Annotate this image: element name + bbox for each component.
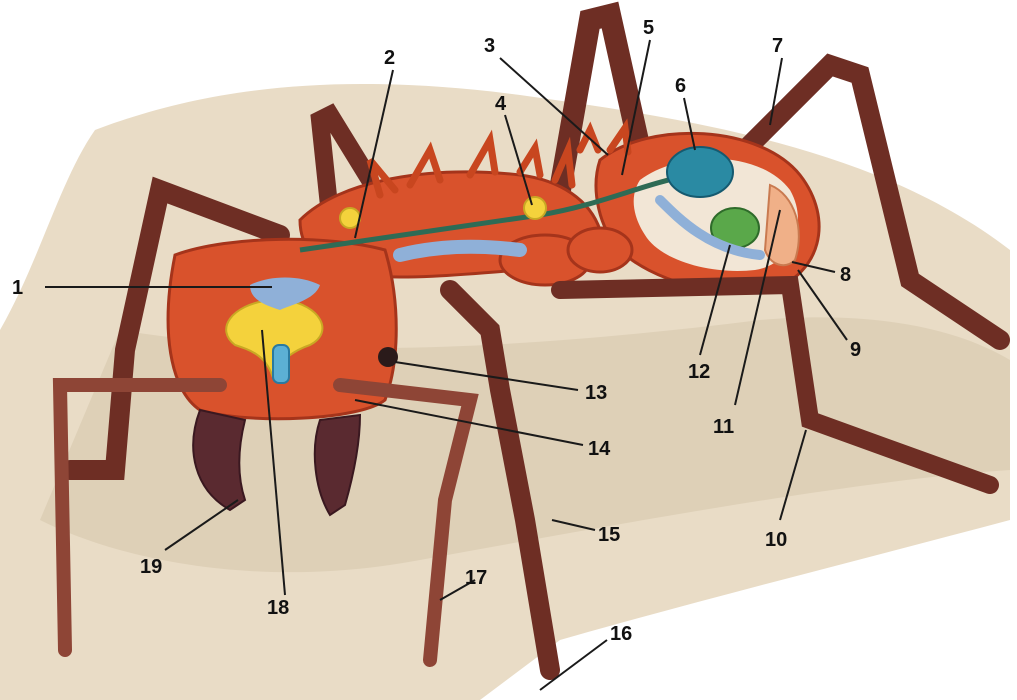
label-16: 16 bbox=[610, 623, 632, 645]
subesophageal-ganglion bbox=[273, 345, 289, 383]
label-18: 18 bbox=[267, 597, 289, 619]
label-19: 19 bbox=[140, 556, 162, 578]
label-8: 8 bbox=[840, 264, 851, 286]
thorax-organ-blue bbox=[400, 247, 520, 255]
label-5: 5 bbox=[643, 17, 654, 39]
label-17: 17 bbox=[465, 567, 487, 589]
thoracic-ganglion bbox=[524, 197, 546, 219]
label-1: 1 bbox=[12, 277, 23, 299]
eye-left bbox=[378, 347, 398, 367]
label-9: 9 bbox=[850, 339, 861, 361]
postpetiole-node bbox=[568, 228, 632, 272]
label-6: 6 bbox=[675, 75, 686, 97]
label-4: 4 bbox=[495, 93, 507, 115]
label-2: 2 bbox=[384, 47, 395, 69]
label-7: 7 bbox=[772, 35, 783, 57]
label-13: 13 bbox=[585, 382, 607, 404]
crop bbox=[667, 147, 733, 197]
label-11: 11 bbox=[713, 416, 734, 438]
label-10: 10 bbox=[765, 529, 787, 551]
label-14: 14 bbox=[588, 438, 611, 460]
label-15: 15 bbox=[598, 524, 620, 546]
label-3: 3 bbox=[484, 35, 495, 57]
label-12: 12 bbox=[688, 361, 710, 383]
